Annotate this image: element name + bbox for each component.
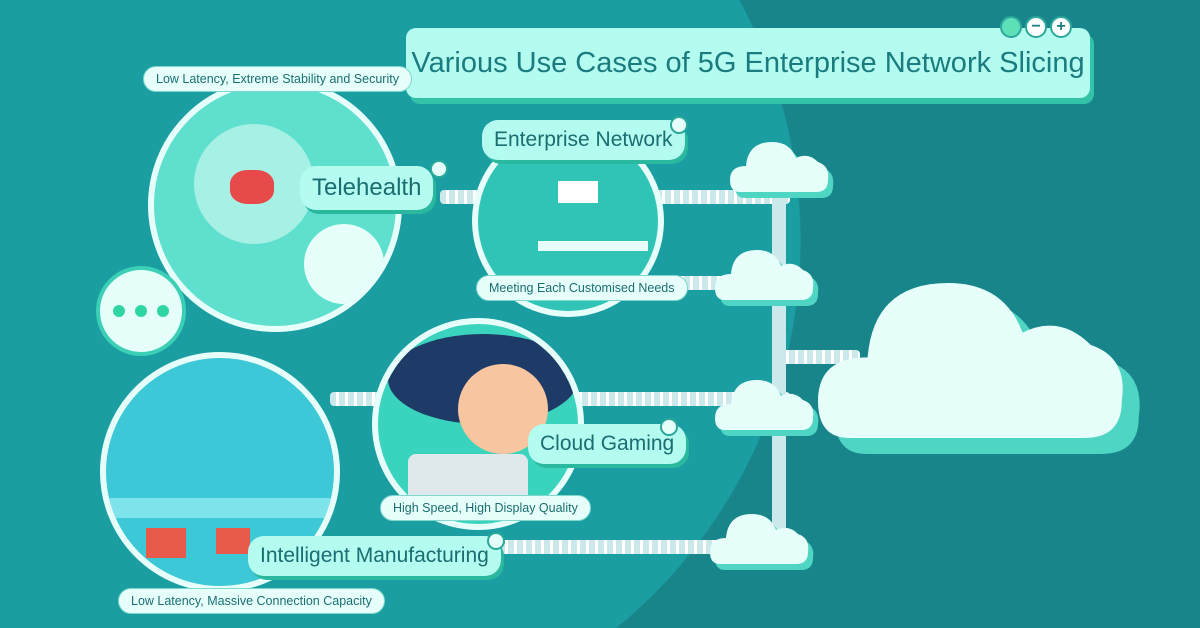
- manufacturing-note: Low Latency, Massive Connection Capacity: [118, 588, 385, 614]
- window-controls: − +: [1000, 16, 1072, 38]
- minus-icon[interactable]: −: [1025, 16, 1047, 38]
- enterprise-network-note: Meeting Each Customised Needs: [476, 275, 688, 301]
- telehealth-label: Telehealth: [300, 166, 434, 210]
- cloud-icon: [715, 250, 814, 300]
- plus-icon[interactable]: +: [1050, 16, 1072, 38]
- telehealth-note: Low Latency, Extreme Stability and Secur…: [143, 66, 412, 92]
- label-dot: [670, 116, 688, 134]
- label-dot: [660, 418, 678, 436]
- cloud-gaming-note: High Speed, High Display Quality: [380, 495, 591, 521]
- cloud-gaming-label: Cloud Gaming: [528, 424, 687, 464]
- more-button[interactable]: [96, 266, 186, 356]
- cloud-icon: [710, 514, 809, 564]
- label-dot: [430, 160, 448, 178]
- label-dot: [487, 532, 505, 550]
- circle-icon[interactable]: [1000, 16, 1022, 38]
- manufacturing-label: Intelligent Manufacturing: [248, 536, 501, 576]
- page-title: Various Use Cases of 5G Enterprise Netwo…: [406, 28, 1090, 98]
- cloud-icon: [730, 142, 829, 192]
- enterprise-network-label: Enterprise Network: [482, 120, 685, 160]
- connection-line: [780, 350, 860, 364]
- cloud-icon: [715, 380, 814, 430]
- main-cloud-icon: [818, 283, 1123, 438]
